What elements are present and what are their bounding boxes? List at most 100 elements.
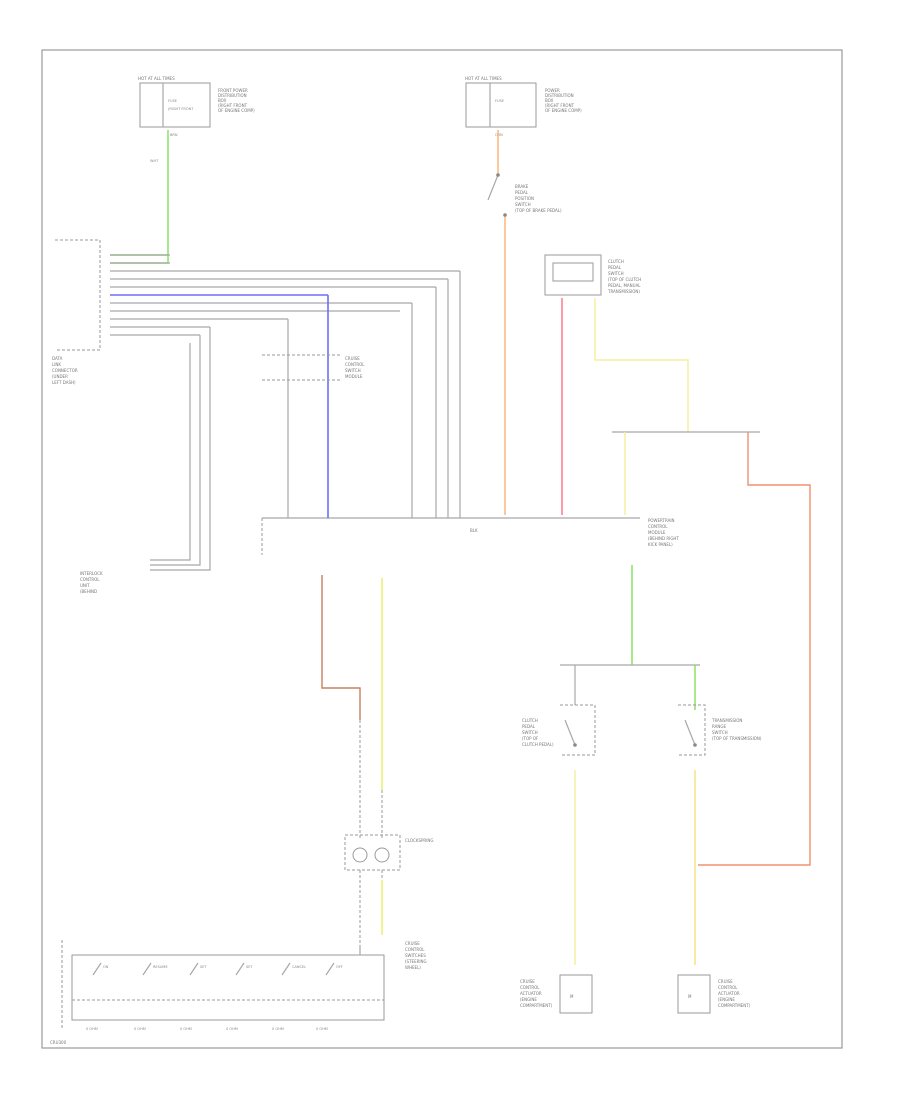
wire-salmon bbox=[698, 432, 811, 866]
data-link-3: CONNECTOR bbox=[52, 368, 78, 373]
ccm-2: CONTROL bbox=[345, 362, 365, 367]
fuse-box-left: HOT AT ALL TIMES FUSE (RIGHT FRONT FRONT… bbox=[138, 76, 255, 137]
ccs-2: CONTROL bbox=[405, 947, 425, 952]
wire-orange bbox=[497, 130, 506, 515]
trans-1: TRANSMISSION bbox=[711, 718, 742, 723]
fuse-left-header: HOT AT ALL TIMES bbox=[138, 76, 175, 81]
brake-label-3: POSITION bbox=[515, 196, 534, 201]
svg-text:0 OHM: 0 OHM bbox=[272, 1027, 284, 1031]
act-r-3: ACTUATOR bbox=[718, 991, 740, 996]
trans-2: RANGE bbox=[712, 724, 726, 729]
svg-text:CANCEL: CANCEL bbox=[292, 965, 306, 969]
data-link-5: LEFT DASH) bbox=[52, 380, 76, 385]
cruise-module: BLK POWERTRAIN CONTROL MODULE (BEHIND RI… bbox=[261, 517, 679, 555]
clutch-top-1: CLUTCH bbox=[608, 259, 624, 264]
brake-label-4: SWITCH bbox=[515, 202, 531, 207]
svg-text:0 OHM: 0 OHM bbox=[226, 1027, 238, 1031]
ccs-1: CRUISE bbox=[405, 941, 420, 946]
act-l-4: (ENGINE bbox=[520, 997, 537, 1002]
ccm-3: SWITCH bbox=[345, 368, 361, 373]
svg-text:0 OHM: 0 OHM bbox=[316, 1027, 328, 1031]
fuse-right-label-5: OF ENGINE COMP) bbox=[545, 108, 582, 113]
ccm-4: MODULE bbox=[345, 374, 363, 379]
svg-text:0 OHM: 0 OHM bbox=[180, 1027, 192, 1031]
pcm-label-4: (BEHIND RIGHT bbox=[648, 536, 679, 541]
switch-cancel: CANCEL 0 OHM bbox=[272, 962, 306, 1031]
actuator-right-box: M bbox=[688, 994, 692, 999]
brake-label-5: (TOP OF BRAKE PEDAL) bbox=[515, 208, 562, 213]
data-link-1: DATA bbox=[52, 356, 63, 361]
clutch-bot-2: PEDAL bbox=[522, 724, 536, 729]
fuse-left-wire-id: BRN bbox=[170, 133, 178, 137]
clockspring: CLOCKSPRING bbox=[344, 834, 433, 871]
ccs-4: (STEERING bbox=[405, 959, 427, 964]
clutch-top-6: TRANSMISSION) bbox=[607, 289, 640, 294]
act-l-3: ACTUATOR bbox=[520, 991, 542, 996]
switch-set-1: SET 0 OHM bbox=[180, 962, 207, 1031]
wire-yellow-top bbox=[594, 298, 689, 432]
fuse-box-right: HOT AT ALL TIMES FUSE POWER DISTRIBUTION… bbox=[465, 76, 582, 137]
pcm-label-5: KICK PANEL) bbox=[648, 542, 673, 547]
svg-text:RESUME: RESUME bbox=[153, 965, 168, 969]
wire-green-1 bbox=[110, 130, 169, 256]
pcm-label-2: CONTROL bbox=[648, 524, 668, 529]
pcm-label-1: POWERTRAIN bbox=[648, 518, 675, 523]
data-link-2: LINK bbox=[52, 362, 61, 367]
ccs-5: WHEEL) bbox=[405, 965, 421, 970]
clutch-top-4: (TOP OF CLUTCH bbox=[608, 277, 641, 282]
svg-text:SET: SET bbox=[200, 965, 207, 969]
pcm-label-3: MODULE bbox=[648, 530, 666, 535]
fuse-right-fuse: FUSE bbox=[495, 99, 504, 103]
interlock-label-1: INTERLOCK bbox=[80, 571, 103, 576]
fuse-right-label-2: DISTRIBUTION bbox=[545, 93, 574, 98]
cruise-switch-bank: ON 0 OHM RESUME 0 OHM SET 0 OHM SET 0 OH… bbox=[61, 940, 385, 1031]
switch-resume: RESUME 0 OHM bbox=[134, 962, 168, 1031]
clutch-bot-1: CLUTCH bbox=[522, 718, 538, 723]
clutch-bot-4: (TOP OF bbox=[522, 736, 539, 741]
footer-id: CRU300 bbox=[50, 1040, 67, 1045]
switch-on: ON 0 OHM bbox=[86, 962, 109, 1031]
act-r-4: (ENGINE bbox=[718, 997, 735, 1002]
interlock-label-3: UNIT bbox=[80, 583, 90, 588]
trans-3: SWITCH bbox=[712, 730, 728, 735]
svg-text:OFF: OFF bbox=[336, 965, 343, 969]
brake-label-2: PEDAL bbox=[515, 190, 529, 195]
svg-text:0 OHM: 0 OHM bbox=[134, 1027, 146, 1031]
act-r-5: COMPARTMENT) bbox=[718, 1003, 751, 1008]
fuse-right-header: HOT AT ALL TIMES bbox=[465, 76, 502, 81]
pcm-pin-label: BLK bbox=[470, 528, 478, 533]
svg-text:0 OHM: 0 OHM bbox=[86, 1027, 98, 1031]
fuse-left-label-3: BOX bbox=[218, 98, 227, 103]
act-r-2: CONTROL bbox=[718, 985, 738, 990]
wire-brown bbox=[321, 575, 361, 720]
diagram-frame bbox=[41, 49, 843, 1049]
act-l-1: CRUISE bbox=[520, 979, 535, 984]
svg-text:ON: ON bbox=[103, 965, 109, 969]
trans-4: (TOP OF TRANSMISSION) bbox=[712, 736, 762, 741]
switch-set-2: SET 0 OHM bbox=[226, 962, 253, 1031]
fuse-left-label-4: (RIGHT FRONT bbox=[218, 103, 248, 108]
neutral-switch: TRANSMISSION RANGE SWITCH (TOP OF TRANSM… bbox=[678, 665, 762, 756]
wire-green-2 bbox=[110, 255, 169, 264]
fuse-left-label-2: DISTRIBUTION bbox=[218, 93, 247, 98]
fuse-right-label-3: BOX bbox=[545, 98, 554, 103]
act-l-5: COMPARTMENT) bbox=[520, 1003, 553, 1008]
switch-off: OFF 0 OHM bbox=[316, 962, 343, 1031]
clutch-switch-top: CLUTCH PEDAL SWITCH (TOP OF CLUTCH PEDAL… bbox=[544, 254, 641, 296]
brake-label-1: BRAKE bbox=[515, 184, 529, 189]
act-l-2: CONTROL bbox=[520, 985, 540, 990]
fuse-left-fuse: FUSE bbox=[168, 99, 177, 103]
clutch-switch-bottom: CLUTCH PEDAL SWITCH (TOP OF CLUTCH PEDAL… bbox=[522, 665, 596, 756]
cruise-control-switch-module: CRUISE CONTROL SWITCH MODULE bbox=[262, 354, 365, 381]
clutch-bot-5: CLUTCH PEDAL) bbox=[522, 742, 554, 747]
ccs-3: SWITCHES bbox=[405, 953, 426, 958]
clutch-top-5: PEDAL, MANUAL bbox=[608, 283, 641, 288]
wire-label-wht: WHT bbox=[150, 159, 159, 163]
svg-text:SET: SET bbox=[246, 965, 253, 969]
fuse-right-label-1: POWER bbox=[545, 88, 560, 93]
clutch-top-2: PEDAL bbox=[608, 265, 622, 270]
clutch-top-3: SWITCH bbox=[608, 271, 624, 276]
fuse-right-label-4: (RIGHT FRONT bbox=[545, 103, 575, 108]
interlock-label-4: (BEHIND bbox=[80, 589, 97, 594]
clutch-bot-3: SWITCH bbox=[522, 730, 538, 735]
